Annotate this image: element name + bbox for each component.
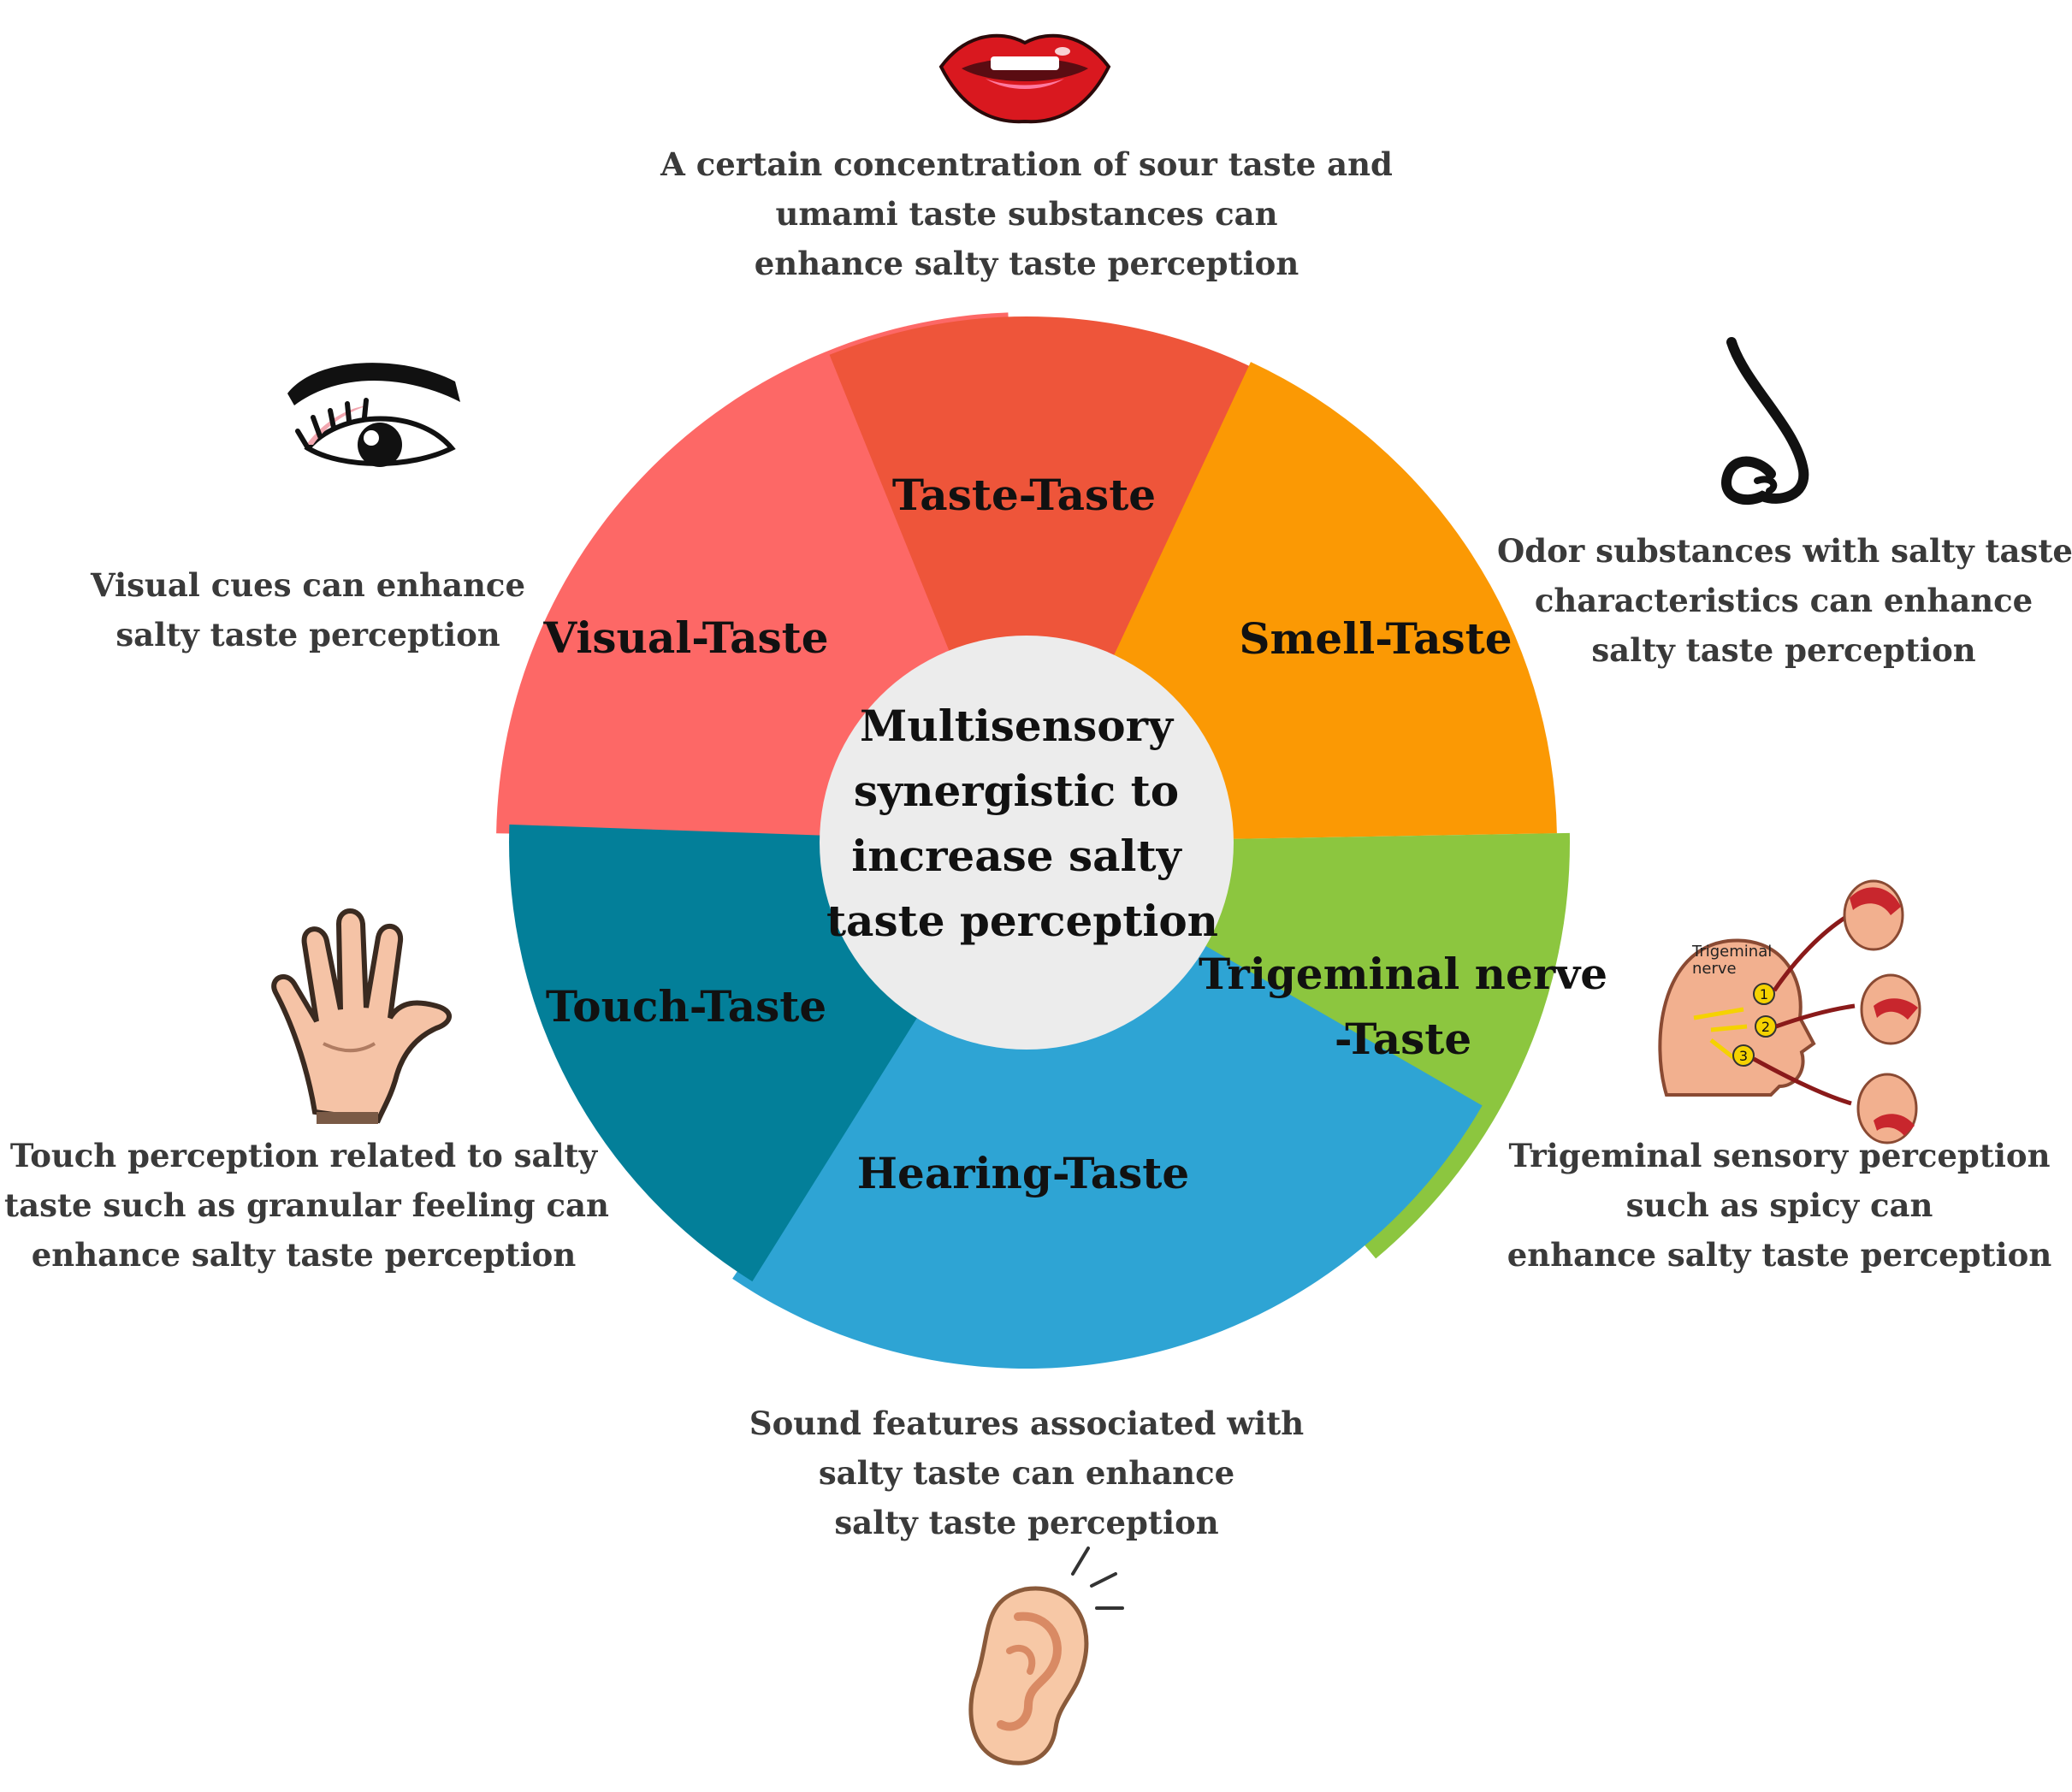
desc-smell-line1: Odor substances with salty taste xyxy=(1497,532,2072,570)
center-text-line4: taste perception xyxy=(826,896,1218,946)
desc-trigeminal-line3: enhance salty taste perception xyxy=(1507,1236,2052,1274)
desc-touch-line2: taste such as granular feeling can xyxy=(4,1186,609,1224)
label-touch-taste: Touch-Taste xyxy=(546,981,826,1032)
nose-icon xyxy=(1721,337,1809,506)
desc-taste-taste: A certain concentration of sour taste an… xyxy=(650,139,1403,288)
desc-visual-line1: Visual cues can enhance xyxy=(90,566,525,604)
desc-visual-taste: Visual cues can enhance salty taste perc… xyxy=(77,560,539,659)
desc-taste-line2: umami taste substances can xyxy=(775,195,1278,233)
ear-icon xyxy=(968,1547,1124,1765)
segment-hearing-taste xyxy=(732,843,1483,1369)
desc-hearing-line3: salty taste perception xyxy=(834,1504,1219,1541)
desc-hearing-line1: Sound features associated with xyxy=(749,1405,1305,1442)
desc-hearing-line2: salty taste can enhance xyxy=(818,1454,1235,1492)
desc-touch-line3: enhance salty taste perception xyxy=(31,1236,577,1274)
desc-smell-taste: Odor substances with salty taste charact… xyxy=(1497,526,2072,675)
desc-trigeminal-taste: Trigeminal sensory perception such as sp… xyxy=(1506,1131,2053,1280)
head-caption-line1: Trigeminal xyxy=(1691,943,1772,961)
lips-icon xyxy=(938,33,1111,124)
desc-touch-taste: Touch perception related to salty taste … xyxy=(4,1131,609,1280)
desc-smell-line2: characteristics can enhance xyxy=(1534,582,2034,619)
desc-touch-line1: Touch perception related to salty xyxy=(9,1137,598,1174)
desc-trigeminal-line1: Trigeminal sensory perception xyxy=(1508,1137,2051,1174)
desc-smell-line3: salty taste perception xyxy=(1591,631,1976,669)
desc-taste-line3: enhance salty taste perception xyxy=(754,245,1299,282)
label-trigeminal-taste-line1: Trigeminal nerve xyxy=(1199,949,1607,999)
label-taste-taste: Taste-Taste xyxy=(892,470,1156,520)
label-visual-taste: Visual-Taste xyxy=(542,612,828,663)
center-circle xyxy=(820,636,1234,1050)
eye-icon xyxy=(287,363,460,467)
desc-visual-line2: salty taste perception xyxy=(115,616,500,654)
head-marker-3: 3 xyxy=(1739,1048,1748,1064)
label-smell-taste: Smell-Taste xyxy=(1239,613,1512,664)
sensory-wheel xyxy=(496,312,1570,1369)
center-text-line1: Multisensory xyxy=(860,701,1175,751)
trigeminal-head-icon: 1 2 3 Trigeminal nerve xyxy=(1658,879,1921,1144)
hand-icon xyxy=(271,908,452,1124)
desc-hearing-taste: Sound features associated with salty tas… xyxy=(736,1399,1317,1547)
center-text-line2: synergistic to xyxy=(854,766,1179,816)
label-hearing-taste: Hearing-Taste xyxy=(857,1148,1189,1198)
label-trigeminal-taste-line2: -Taste xyxy=(1335,1014,1471,1064)
head-marker-1: 1 xyxy=(1760,986,1768,1002)
head-caption-line2: nerve xyxy=(1692,960,1737,978)
desc-trigeminal-line2: such as spicy can xyxy=(1625,1186,1933,1224)
center-text-line3: increase salty xyxy=(851,831,1182,881)
desc-taste-line1: A certain concentration of sour taste an… xyxy=(660,145,1393,183)
head-marker-2: 2 xyxy=(1761,1019,1770,1035)
